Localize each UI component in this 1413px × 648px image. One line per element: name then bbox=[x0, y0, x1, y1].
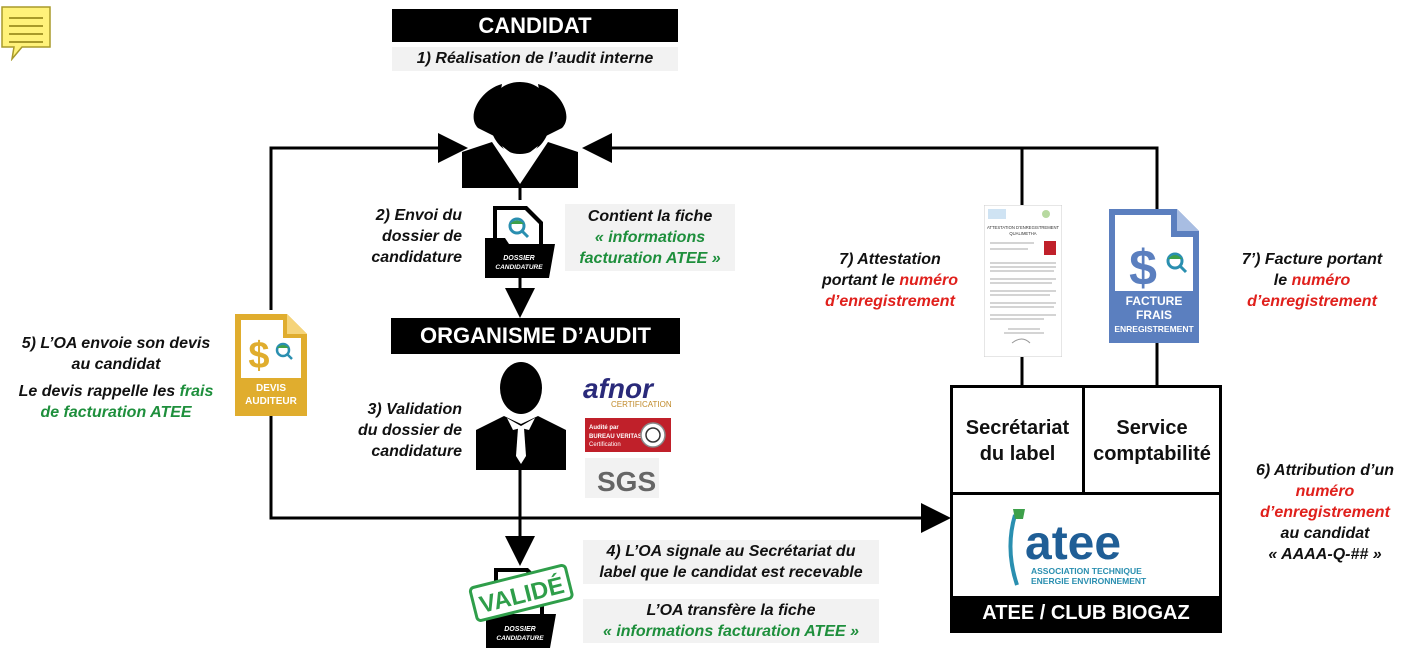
svg-text:FRAIS: FRAIS bbox=[1136, 308, 1172, 322]
oa-header: ORGANISME D’AUDIT bbox=[391, 318, 680, 354]
svg-text:DEVIS: DEVIS bbox=[256, 383, 286, 394]
svg-text:$: $ bbox=[1129, 240, 1157, 296]
devis-auditeur-icon: $ DEVIS AUDITEUR bbox=[235, 314, 307, 416]
atee-logo: atee ASSOCIATION TECHNIQUE ENERGIE ENVIR… bbox=[1008, 509, 1147, 586]
fiche-note: Contient la fiche « informations factura… bbox=[565, 204, 735, 271]
arrow-devis-to-candidat bbox=[269, 133, 468, 310]
attestation-document: ATTESTATION D’ENREGISTREMENT QUALIMETHA bbox=[984, 205, 1062, 357]
step7p-label: 7’) Facture portant le numéro d’enregist… bbox=[1241, 251, 1383, 310]
svg-text:ATTESTATION D’ENREGISTREMENT: ATTESTATION D’ENREGISTREMENT bbox=[987, 225, 1060, 230]
dossier-doc-label-1: DOSSIER bbox=[503, 255, 535, 262]
svg-text:ENREGISTREMENT: ENREGISTREMENT bbox=[1114, 324, 1194, 334]
atee-footer: ATEE / CLUB BIOGAZ bbox=[953, 596, 1219, 630]
dossier-document-icon: DOSSIER CANDIDATURE bbox=[485, 206, 555, 278]
svg-text:afnor: afnor bbox=[583, 373, 655, 404]
dossier-doc-label-2: CANDIDATURE bbox=[495, 264, 543, 271]
svg-text:DOSSIER: DOSSIER bbox=[504, 626, 536, 633]
facture-frais-icon: $ FACTURE FRAIS ENREGISTREMENT bbox=[1109, 209, 1199, 343]
transfer-label: L’OA transfère la fiche « informations f… bbox=[583, 599, 879, 643]
svg-text:CERTIFICATION: CERTIFICATION bbox=[611, 400, 672, 409]
svg-text:$: $ bbox=[248, 335, 269, 377]
svg-text:ENERGIE ENVIRONNEMENT: ENERGIE ENVIRONNEMENT bbox=[1031, 576, 1147, 586]
svg-text:SGS: SGS bbox=[597, 466, 656, 497]
note-icon[interactable] bbox=[0, 5, 52, 61]
svg-text:AUDITEUR: AUDITEUR bbox=[245, 396, 297, 407]
oa-person-icon bbox=[476, 362, 566, 470]
svg-text:Audité par: Audité par bbox=[589, 425, 619, 431]
svg-text:CANDIDATURE: CANDIDATURE bbox=[496, 635, 544, 642]
bureau-veritas-logo: Audité par BUREAU VERITAS Certification bbox=[585, 418, 671, 452]
svg-text:atee: atee bbox=[1025, 517, 1121, 570]
svg-text:FACTURE: FACTURE bbox=[1126, 294, 1183, 308]
step7-label: 7) Attestation portant le numéro d’enreg… bbox=[821, 251, 958, 310]
svg-text:QUALIMETHA: QUALIMETHA bbox=[1009, 231, 1036, 236]
candidat-header: CANDIDAT bbox=[392, 9, 678, 42]
svg-text:BUREAU VERITAS: BUREAU VERITAS bbox=[589, 434, 642, 440]
svg-text:ASSOCIATION TECHNIQUE: ASSOCIATION TECHNIQUE bbox=[1031, 566, 1142, 576]
sgs-logo: SGS bbox=[585, 458, 659, 498]
step5-label: 5) L’OA envoie son devis au candidat Le … bbox=[18, 335, 214, 421]
step6-label: 6) Attribution d’un numéro d’enregistrem… bbox=[1255, 462, 1395, 563]
step1-label: 1) Réalisation de l’audit interne bbox=[392, 47, 678, 71]
candidat-person-icon bbox=[462, 82, 578, 188]
afnor-logo: afnor CERTIFICATION bbox=[583, 373, 672, 409]
svg-text:Certification: Certification bbox=[589, 442, 621, 448]
valide-dossier-icon: DOSSIER CANDIDATURE VALIDÉ bbox=[468, 563, 574, 648]
arrow-to-atee bbox=[269, 415, 951, 533]
certification-logos: afnor CERTIFICATION Audité par BUREAU VE… bbox=[583, 373, 672, 498]
